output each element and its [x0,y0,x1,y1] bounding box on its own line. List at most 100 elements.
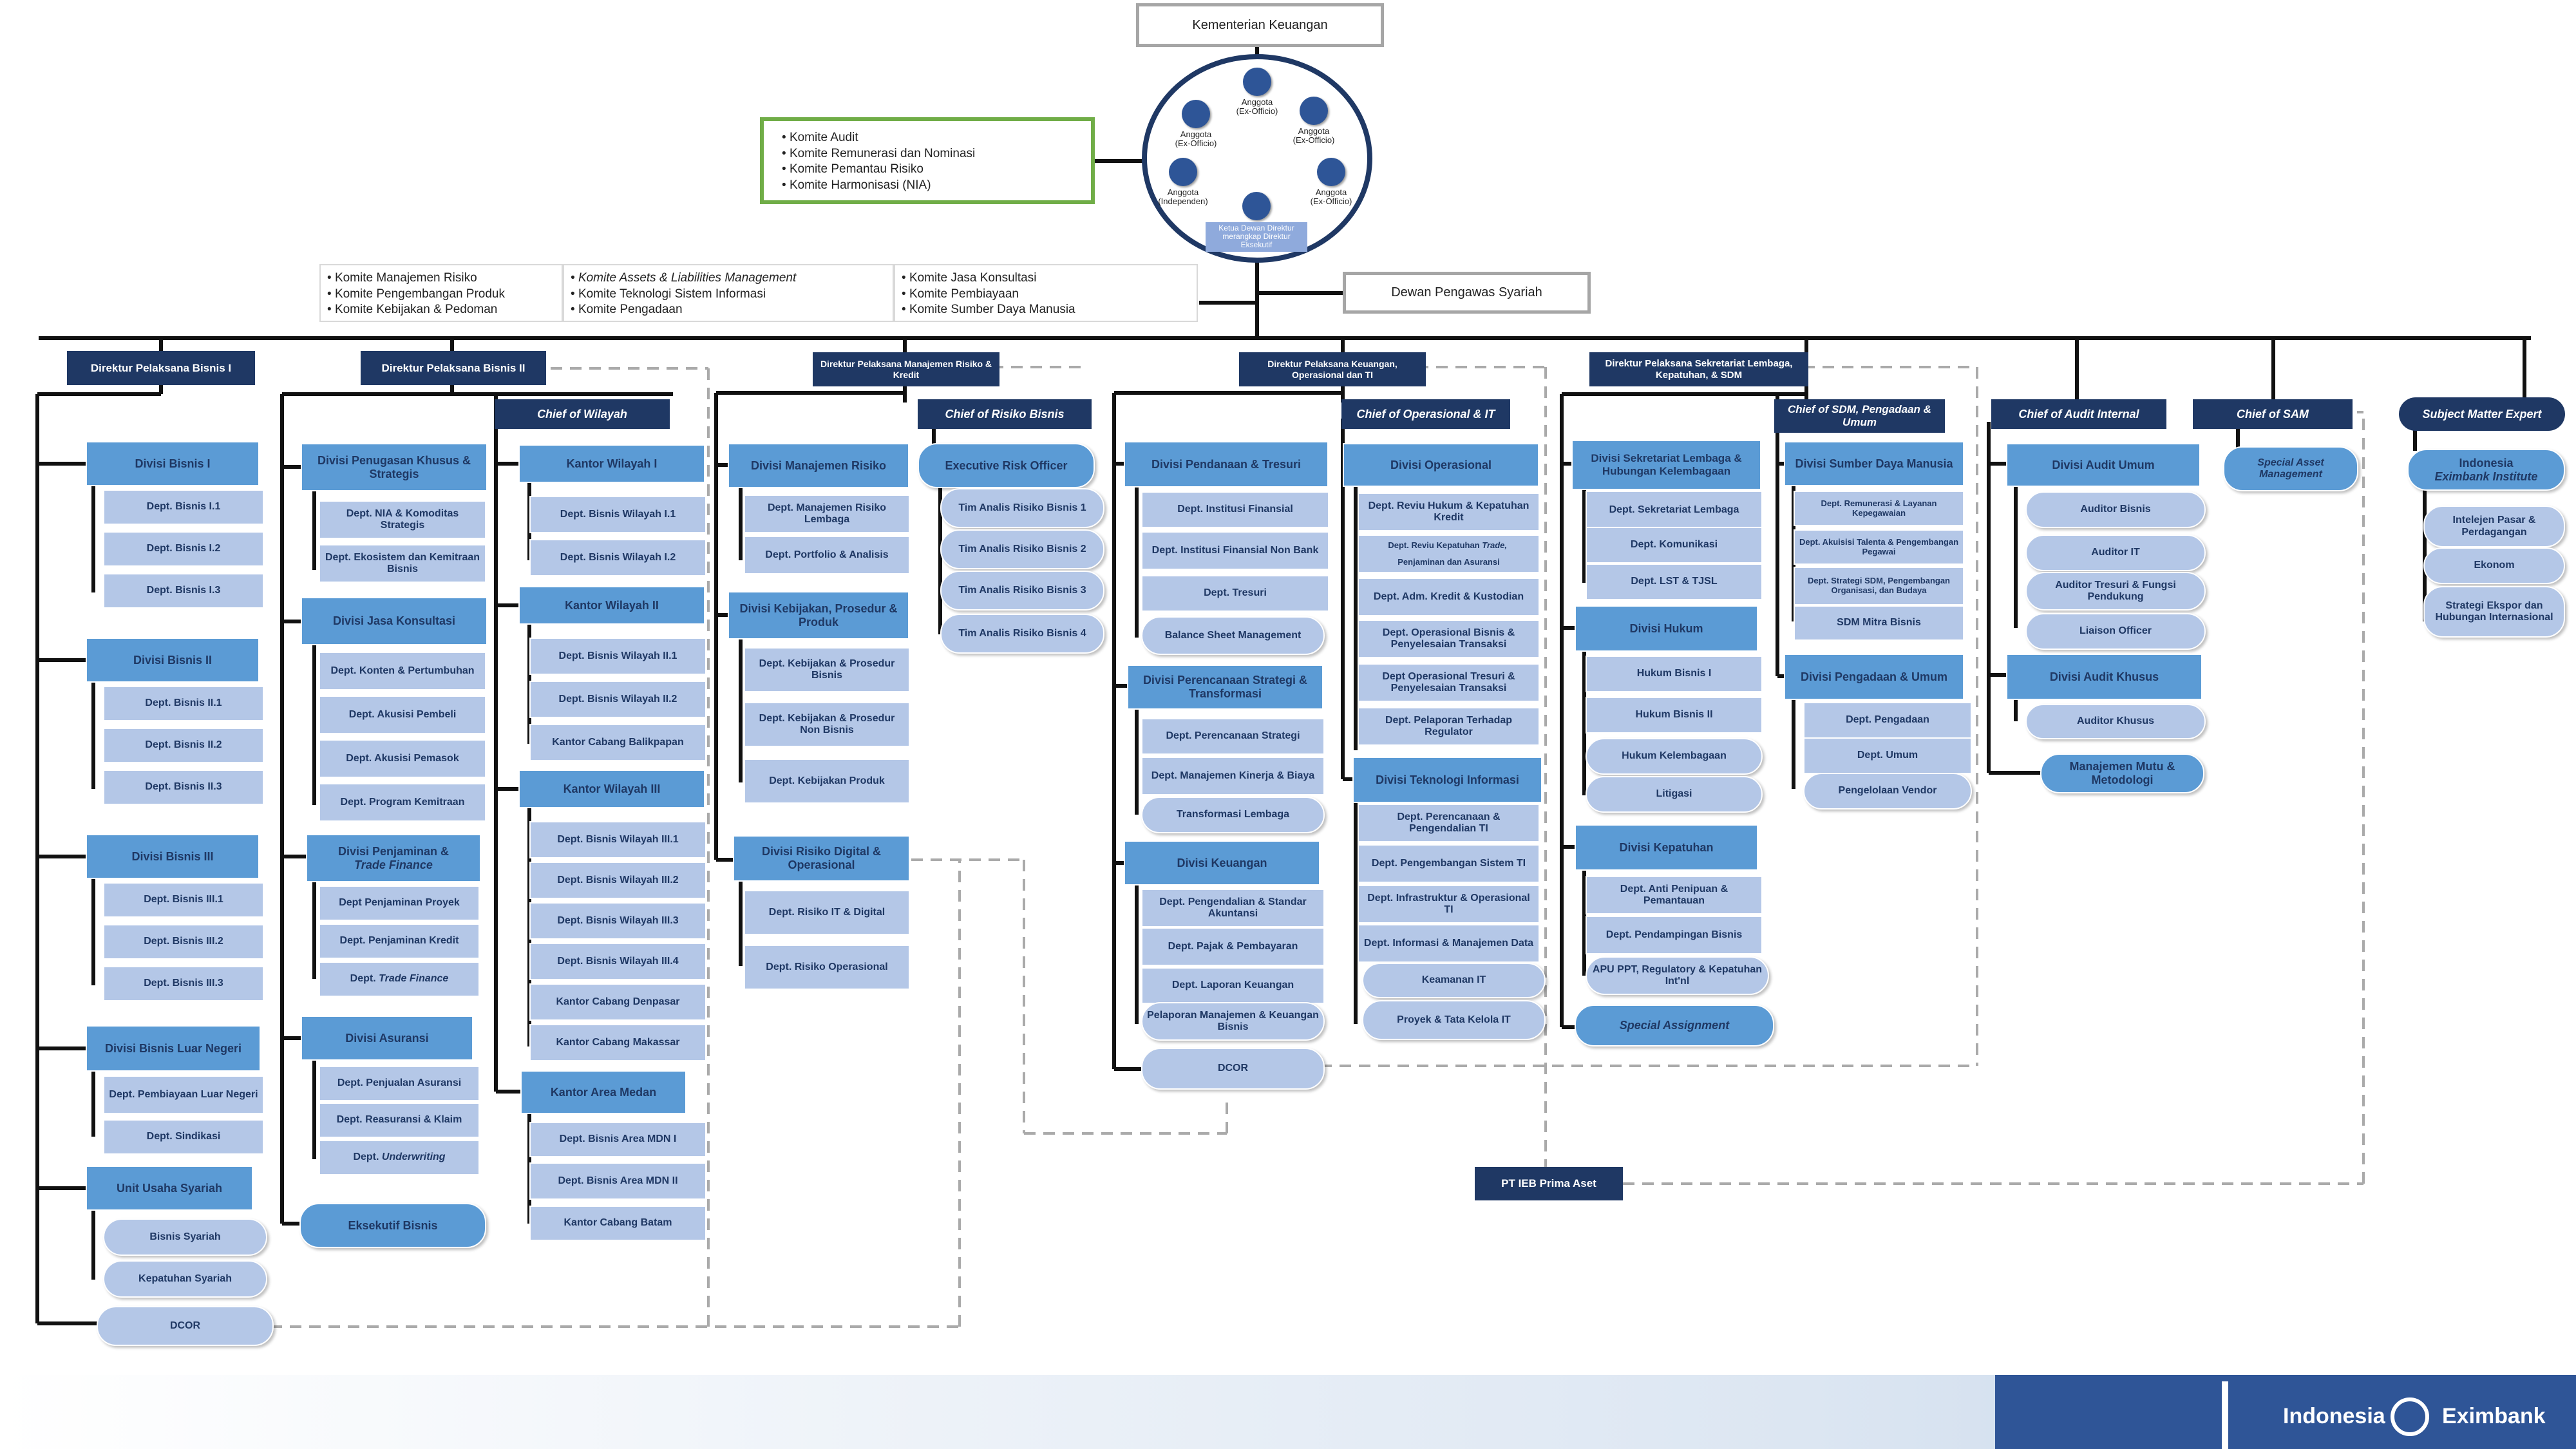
dept-bisnis-area-mdn-1: Dept. Bisnis Area MDN I [529,1122,706,1157]
dcor-keuangan: DCOR [1141,1048,1325,1090]
dept-adm-kredit: Dept. Adm. Kredit & Kustodian [1358,578,1540,616]
dept-perencanaan-strategi: Dept. Perencanaan Strategi [1141,718,1325,755]
dept-institusi-finansial: Dept. Institusi Finansial [1141,491,1329,528]
dept-bisnis-wilayah-2-2: Dept. Bisnis Wilayah II.2 [529,681,706,718]
tim-analis-risiko-1: Tim Analis Risiko Bisnis 1 [940,488,1104,528]
member-3-icon [1300,97,1328,125]
brand-name-right: Eximbank [2442,1404,2546,1428]
auditor-it: Auditor IT [2025,535,2206,571]
dept-lst-tjsl: Dept. LST & TJSL [1586,564,1763,600]
dept-akuisisi-talenta: Dept. Akuisisi Talenta & Pengembangan Pe… [1794,529,1964,565]
dept-bisnis-1-1: Dept. Bisnis I.1 [103,489,264,525]
strategi-ekspor: Strategi Ekspor dan Hubungan Internasion… [2423,586,2565,638]
dept-bisnis-wilayah-3-3: Dept. Bisnis Wilayah III.3 [529,902,706,940]
special-asset-management: Special Asset Management [2223,446,2358,491]
divisi-bisnis-1: Divisi Bisnis I [86,441,260,486]
dept-bisnis-wilayah-3-4: Dept. Bisnis Wilayah III.4 [529,943,706,980]
kantor-area-medan: Kantor Area Medan [520,1070,687,1114]
dept-program-kemitraan: Dept. Program Kemitraan [319,783,486,822]
auditor-tresuri: Auditor Tresuri & Fungsi Pendukung [2025,572,2206,611]
dept-institusi-finansial-non-bank: Dept. Institusi Finansial Non Bank [1141,531,1329,570]
chief-of-sdm: Chief of SDM, Pengadaan & Umum [1774,399,1945,433]
board-member-1: Anggota (Ex-Officio) [1228,68,1286,117]
dept-konten-pertumbuhan: Dept. Konten & Pertumbuhan [319,652,486,690]
hukum-bisnis-2: Hukum Bisnis II [1586,697,1763,734]
divisi-kebijakan-prosedur-produk: Divisi Kebijakan, Prosedur & Produk [728,591,909,639]
dept-laporan-keuangan: Dept. Laporan Keuangan [1141,967,1325,1004]
dept-kebijakan-produk: Dept. Kebijakan Produk [744,759,910,804]
dept-pengadaan: Dept. Pengadaan [1803,702,1972,739]
member-1-icon [1243,68,1271,96]
ekonom: Ekonom [2423,547,2565,584]
director-bisnis-1: Direktur Pelaksana Bisnis I [67,351,255,385]
dept-bisnis-area-mdn-2: Dept. Bisnis Area MDN II [529,1162,706,1200]
divisi-kepatuhan: Divisi Kepatuhan [1575,824,1758,871]
divisi-bisnis-luar-negeri: Divisi Bisnis Luar Negeri [86,1025,261,1072]
bisnis-syariah: Bisnis Syariah [103,1218,267,1256]
dept-bisnis-wilayah-3-1: Dept. Bisnis Wilayah III.1 [529,821,706,858]
chief-of-audit-internal: Chief of Audit Internal [1991,399,2166,429]
sdm-mitra-bisnis: SDM Mitra Bisnis [1794,605,1964,641]
divisi-audit-umum: Divisi Audit Umum [2006,443,2201,487]
member-4-icon [1169,158,1197,186]
keamanan-it: Keamanan IT [1362,963,1546,998]
dept-underwriting: Dept. Underwriting [319,1140,480,1175]
dept-infrastruktur-ti: Dept. Infrastruktur & Operasional TI [1358,885,1540,923]
kantor-cabang-batam: Kantor Cabang Batam [529,1206,706,1241]
dept-kebijakan-prosedur-bisnis: Dept. Kebijakan & Prosedur Bisnis [744,647,910,692]
member-2-icon [1182,100,1210,128]
dept-kebijakan-prosedur-non-bisnis: Dept. Kebijakan & Prosedur Non Bisnis [744,702,910,747]
dept-nia-komoditas: Dept. NIA & Komoditas Strategis [319,500,486,539]
dept-tresuri: Dept. Tresuri [1141,575,1329,612]
dept-strategi-sdm: Dept. Strategi SDM, Pengembangan Organis… [1794,567,1964,605]
director-sekretariat-sdm: Direktur Pelaksana Sekretariat Lembaga, … [1589,352,1808,386]
chief-of-risiko-bisnis: Chief of Risiko Bisnis [918,399,1092,429]
dept-manajemen-risiko-lembaga: Dept. Manajemen Risiko Lembaga [744,495,910,533]
director-risiko-kredit: Direktur Pelaksana Manajemen Risiko & Kr… [813,352,999,386]
manajemen-mutu-metodologi: Manajemen Mutu & Metodologi [2040,753,2204,793]
divisi-risiko-digital: Divisi Risiko Digital & Operasional [733,835,910,882]
dewan-pengawas-syariah: Dewan Pengawas Syariah [1343,272,1591,314]
divisi-perencanaan-strategi: Divisi Perencanaan Strategi & Transforma… [1127,665,1323,710]
balance-sheet-management: Balance Sheet Management [1141,616,1325,655]
dept-operasional-tresuri: Dept Operasional Tresuri & Penyelesaian … [1358,663,1540,702]
apu-ppt-regulatory: APU PPT, Regulatory & Kepatuhan Int'nl [1586,956,1769,995]
dept-risiko-it-digital: Dept. Risiko IT & Digital [744,890,910,935]
dept-bisnis-2-2: Dept. Bisnis II.2 [103,728,264,763]
dept-anti-penipuan: Dept. Anti Penipuan & Pemantauan [1586,876,1763,914]
dept-remunerasi: Dept. Remunerasi & Layanan Kepegawaian [1794,491,1964,526]
dept-komunikasi: Dept. Komunikasi [1586,527,1763,564]
divisi-asuransi: Divisi Asuransi [301,1016,473,1061]
dept-manajemen-kinerja: Dept. Manajemen Kinerja & Biaya [1141,757,1325,795]
dept-trade-finance: Dept. Trade Finance [319,961,480,997]
proyek-tata-kelola-it: Proyek & Tata Kelola IT [1362,1000,1546,1040]
director-bisnis-2: Direktur Pelaksana Bisnis II [361,351,546,385]
dept-operasional-bisnis: Dept. Operasional Bisnis & Penyelesaian … [1358,620,1540,658]
chief-of-sam: Chief of SAM [2193,399,2353,429]
kantor-cabang-balikpapan: Kantor Cabang Balikpapan [529,724,706,761]
member-5-icon [1317,158,1345,186]
executive-risk-officer: Executive Risk Officer [918,443,1095,488]
eximbank-logo-icon [2391,1397,2429,1436]
unit-usaha-syariah: Unit Usaha Syariah [86,1166,253,1211]
divisi-hukum: Divisi Hukum [1575,605,1758,652]
dept-bisnis-3-3: Dept. Bisnis III.3 [103,966,264,1001]
director-keuangan-operasional: Direktur Pelaksana Keuangan, Operasional… [1239,352,1426,386]
kantor-wilayah-3: Kantor Wilayah III [518,770,705,808]
dept-informasi-data: Dept. Informasi & Manajemen Data [1358,924,1540,963]
hukum-kelembagaan: Hukum Kelembagaan [1586,738,1763,775]
tim-analis-risiko-3: Tim Analis Risiko Bisnis 3 [940,571,1104,611]
auditor-khusus: Auditor Khusus [2025,704,2206,739]
board-member-2: Anggota (Ex-Officio) [1167,100,1225,149]
dept-akusisi-pembeli: Dept. Akusisi Pembeli [319,696,486,734]
dept-bisnis-wilayah-3-2: Dept. Bisnis Wilayah III.2 [529,862,706,899]
footer-separator [2222,1381,2228,1449]
dept-risiko-operasional: Dept. Risiko Operasional [744,945,910,990]
kepatuhan-syariah: Kepatuhan Syariah [103,1260,267,1298]
dept-pengembangan-sistem-ti: Dept. Pengembangan Sistem TI [1358,844,1540,883]
kantor-cabang-denpasar: Kantor Cabang Denpasar [529,983,706,1021]
pengelolaan-vendor: Pengelolaan Vendor [1803,773,1972,810]
pt-ieb-prima-aset: PT IEB Prima Aset [1475,1167,1623,1200]
divisi-penugasan-khusus: Divisi Penugasan Khusus & Strategis [301,443,488,491]
divisi-penjaminan-trade-finance: Divisi Penjaminan &Trade Finance [306,834,481,882]
